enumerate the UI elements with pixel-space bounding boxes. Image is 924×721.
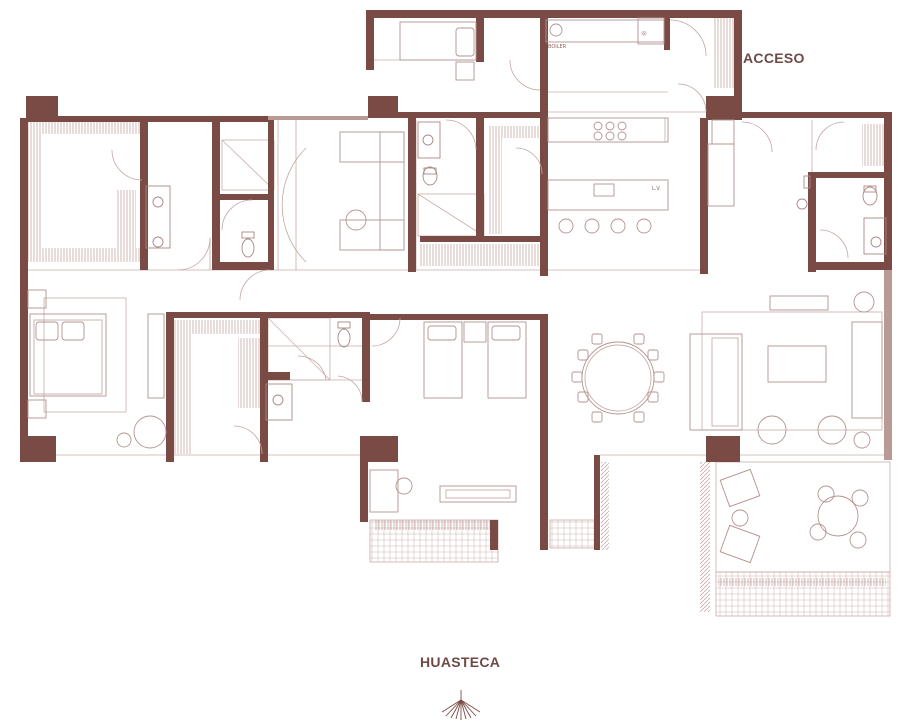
single-bed-icon bbox=[399, 21, 477, 81]
cooktop-icon bbox=[593, 121, 627, 141]
cabinet-tag: Ⓡ bbox=[641, 31, 648, 36]
laundry-label: L.V. bbox=[652, 186, 661, 192]
terraces bbox=[369, 461, 891, 617]
toilet-icon bbox=[241, 166, 878, 348]
armchair-icon bbox=[116, 415, 167, 449]
double-bed-icon bbox=[27, 289, 107, 419]
street-label: HUASTECA bbox=[420, 654, 501, 670]
twin-beds-icon bbox=[423, 321, 527, 399]
walls bbox=[20, 10, 892, 550]
dining-table-icon bbox=[571, 333, 665, 423]
sofa-icon bbox=[339, 131, 405, 251]
compass-rose-icon bbox=[441, 690, 481, 720]
washbasin-icon bbox=[145, 121, 887, 421]
doors bbox=[111, 19, 849, 455]
living-sofa-icon bbox=[689, 291, 883, 449]
furniture bbox=[27, 17, 883, 564]
terrace-furniture-icon bbox=[719, 468, 869, 564]
closets bbox=[28, 18, 886, 586]
boiler-label: BOILER bbox=[548, 44, 567, 50]
entrance-label: ACCESO bbox=[743, 50, 805, 66]
